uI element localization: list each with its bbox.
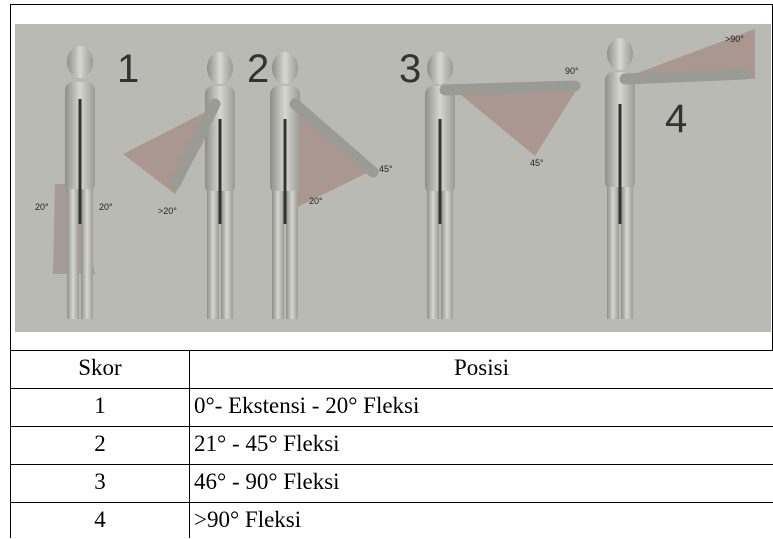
table-row: 3 46° - 90° Fleksi <box>10 464 773 502</box>
posisi-cell: 46° - 90° Fleksi <box>190 465 773 502</box>
posture-illustration: 1 20° 20° >20° 2 20° 45° <box>15 24 771 332</box>
angle-label: 45° <box>379 164 393 174</box>
angle-label: 90° <box>565 66 579 76</box>
table-row: 1 0°- Ekstensi - 20° Fleksi <box>10 388 773 426</box>
skor-cell: 2 <box>10 427 190 464</box>
posisi-cell: >90° Fleksi <box>190 503 773 538</box>
skor-cell: 1 <box>10 389 190 426</box>
table-row: 2 21° - 45° Fleksi <box>10 426 773 464</box>
posture-figure: 1 20° 20° >20° 2 20° 45° <box>15 24 771 332</box>
angle-label: >90° <box>725 34 744 44</box>
figure-label-2: 2 <box>247 47 269 91</box>
figure-label-3: 3 <box>399 47 421 91</box>
angle-label: 45° <box>530 158 544 168</box>
posisi-cell: 21° - 45° Fleksi <box>190 427 773 464</box>
posisi-cell: 0°- Ekstensi - 20° Fleksi <box>190 389 773 426</box>
figure-label-1: 1 <box>117 47 139 91</box>
header-skor: Skor <box>10 351 190 388</box>
skor-cell: 3 <box>10 465 190 502</box>
angle-label: 20° <box>99 202 113 212</box>
table-header-row: Skor Posisi <box>10 350 773 388</box>
header-posisi: Posisi <box>190 351 773 388</box>
figure-label-4: 4 <box>665 97 687 141</box>
angle-label: >20° <box>158 206 177 216</box>
table-row: 4 >90° Fleksi <box>10 502 773 538</box>
angle-label: 20° <box>35 202 49 212</box>
angle-label: 20° <box>309 196 323 206</box>
skor-cell: 4 <box>10 503 190 538</box>
score-table: Skor Posisi 1 0°- Ekstensi - 20° Fleksi … <box>10 350 773 538</box>
